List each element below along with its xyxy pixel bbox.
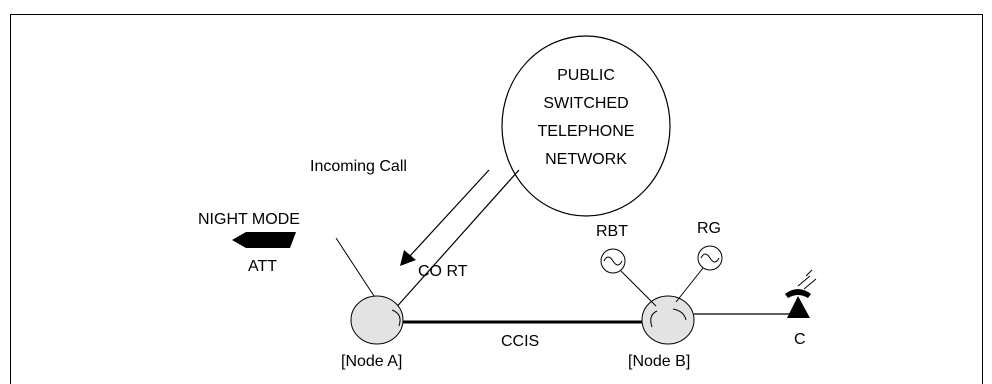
rbt-label: RBT [596, 223, 628, 240]
rg-label: RG [697, 220, 721, 237]
node-b-shape [641, 295, 695, 345]
rbt-connection-line [620, 270, 657, 307]
diagram-frame [10, 14, 983, 384]
node-b-port-arc-right [672, 308, 687, 321]
co-rt-trunk-line [392, 169, 520, 312]
pstn-label-line-3: TELEPHONE [538, 123, 635, 140]
incoming-call-arrow-line [408, 169, 490, 258]
node-a-label: [Node A] [341, 353, 402, 370]
node-b-port-arc-left [650, 310, 658, 328]
co-rt-label: CO RT [418, 263, 468, 280]
rbt-sine-wave-icon [600, 248, 626, 274]
node-a-shape [350, 295, 404, 345]
pstn-label-line-1: PUBLIC [557, 67, 615, 84]
telephone-icon [785, 269, 817, 318]
att-label: ATT [248, 258, 277, 275]
pstn-cloud [501, 35, 671, 217]
incoming-call-label: Incoming Call [310, 158, 407, 175]
pstn-label-line-4: NETWORK [545, 151, 627, 168]
rg-connection-line [675, 267, 704, 303]
node-a-port-arc [391, 309, 401, 327]
att-connection-line [335, 237, 375, 297]
ccis-label: CCIS [501, 333, 539, 350]
rg-sine-wave-icon [697, 245, 723, 271]
pstn-label-line-2: SWITCHED [543, 95, 628, 112]
node-b-label: [Node B] [628, 353, 690, 370]
incoming-call-arrowhead [400, 250, 416, 266]
night-mode-label: NIGHT MODE [198, 211, 300, 228]
station-c-label: C [794, 331, 806, 348]
attendant-console-icon [232, 232, 296, 248]
